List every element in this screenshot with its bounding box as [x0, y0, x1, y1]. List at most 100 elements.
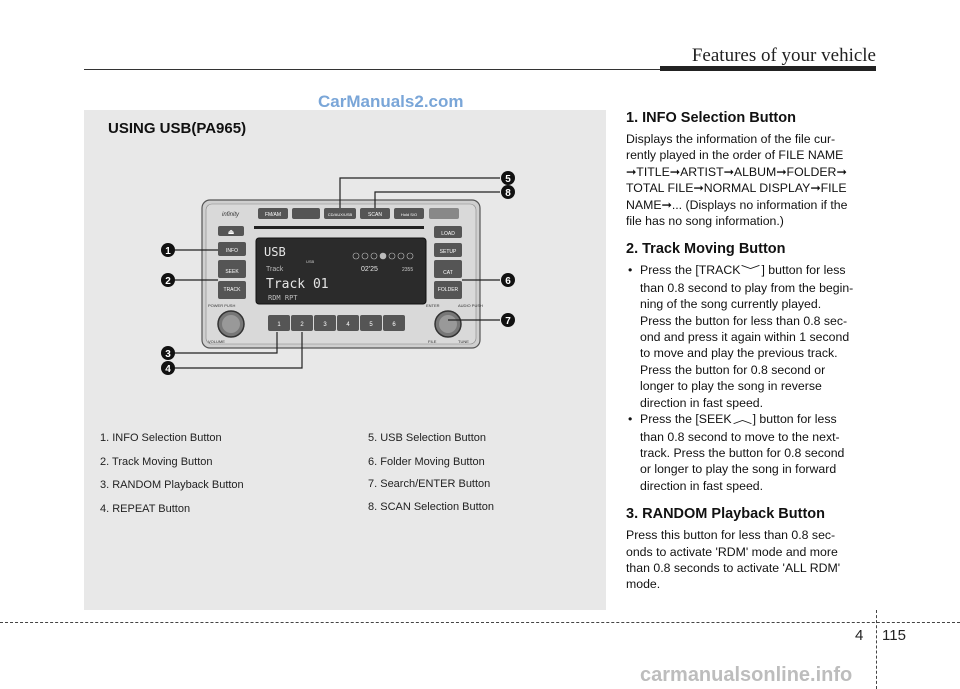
display-disc-indicators: [352, 252, 414, 260]
preset-button: [291, 315, 313, 331]
header-title: Features of your vehicle: [691, 45, 876, 66]
cat-button: [434, 260, 462, 278]
text-column: 1. INFO Selection Button Displays the in…: [626, 110, 879, 593]
callout-marker-2: [161, 273, 175, 287]
callout-number-7: 7: [505, 316, 511, 327]
caption-random: 3. RANDOM Playback Button: [100, 479, 244, 491]
display-source: USB: [264, 245, 286, 259]
preset-buttons: 1 2 3 4 5 6: [268, 315, 405, 331]
preset-button: [360, 315, 382, 331]
bullet-track: • Press the [TRACK﹀] button for less tha…: [628, 263, 854, 410]
caption-info: 1. INFO Selection Button: [100, 432, 222, 444]
preset-button: [314, 315, 336, 331]
load-button: [434, 226, 462, 238]
watermark-bottom[interactable]: carmanualsonline.info: [640, 664, 853, 686]
hold-button: [394, 208, 424, 219]
section-heading-track: 2. Track Moving Button: [626, 241, 786, 258]
callout-marker-5: [501, 171, 515, 185]
section-heading-random: 3. RANDOM Playback Button: [626, 506, 825, 523]
footer-divider: [876, 610, 877, 689]
caption-scan: 8. SCAN Selection Button: [368, 501, 494, 513]
preset-button: [268, 315, 290, 331]
footer-rule: [0, 622, 960, 623]
page-number: 115: [882, 627, 906, 644]
callout-number-1: 1: [165, 246, 171, 257]
display-modes: RDM RPT: [268, 294, 298, 302]
volume-label: VOLUME: [208, 339, 225, 344]
tune-label: TUNE: [458, 339, 469, 344]
caption-usb: 5. USB Selection Button: [368, 432, 487, 444]
callout-marker-7: [501, 313, 515, 327]
callout-marker-4: [161, 361, 175, 375]
hold-label: Hold S/O: [401, 212, 417, 217]
display-track-label: Track: [266, 266, 284, 273]
preset-label: 3: [323, 322, 327, 328]
bluetooth-phone-button: [292, 208, 320, 219]
figure-title: USING USB(PA965): [108, 120, 247, 137]
preset-label: 6: [392, 322, 396, 328]
preset-button: [383, 315, 405, 331]
scan-label: SCAN: [368, 212, 382, 218]
info-button: [218, 242, 246, 256]
enter-label: ENTER: [426, 303, 440, 308]
callout-line-4: [173, 332, 303, 369]
audio-label: AUDIO PUSH: [458, 303, 483, 308]
setup-button: [434, 243, 462, 257]
preset-label: 1: [277, 322, 281, 328]
figure-panel: USING USB(PA965) infinity FM/AM CD/AUX/U…: [84, 110, 606, 610]
display-time: 02'25: [361, 266, 378, 273]
callout-marker-8: [501, 185, 515, 199]
watermark-top[interactable]: CarManuals2.com: [318, 92, 464, 111]
callout-number-4: 4: [165, 364, 171, 375]
callout-line-3: [173, 332, 278, 354]
display-track-total: 2355: [402, 267, 413, 273]
preset-label: 2: [300, 322, 304, 328]
info-label: INFO: [226, 248, 238, 254]
eject-icon: ⏏: [228, 229, 235, 236]
display-usb-small: USB: [306, 259, 315, 264]
section-body-random: Press this button for less than 0.8 sec-…: [626, 528, 841, 592]
callout-markers: 1 2 3 4 5 8 6 7: [161, 171, 515, 375]
caption-repeat: 4. REPEAT Button: [100, 503, 191, 515]
scan-button: [360, 208, 390, 219]
chevron-up-icon: ︿: [732, 414, 752, 427]
radio-illustration: infinity FM/AM CD/AUX/USB SCAN Hold S/O …: [161, 171, 515, 375]
eject-button: [218, 226, 244, 236]
caption-search-enter: 7. Search/ENTER Button: [368, 478, 491, 490]
caption-folder: 6. Folder Moving Button: [368, 456, 485, 468]
page-chapter: 4: [855, 627, 864, 644]
callout-number-6: 6: [505, 276, 511, 287]
callout-number-3: 3: [165, 349, 171, 360]
seek-button: [218, 260, 246, 278]
section-heading-info: 1. INFO Selection Button: [626, 110, 796, 126]
callout-number-5: 5: [505, 174, 511, 185]
preset-button: [337, 315, 359, 331]
folder-button: [434, 281, 462, 299]
load-label: LOAD: [441, 231, 455, 237]
header-rule: [84, 69, 876, 70]
callout-number-2: 2: [165, 276, 171, 287]
header-rule-accent: [660, 66, 876, 71]
cat-label: CAT: [443, 270, 453, 276]
power-label: POWER PUSH: [208, 303, 235, 308]
section-body-info: Displays the information of the file cur…: [626, 132, 848, 229]
fm-am-button: [258, 208, 288, 219]
callout-number-8: 8: [505, 188, 511, 199]
caption-track: 2. Track Moving Button: [100, 456, 213, 468]
radio-logo: infinity: [222, 212, 240, 218]
callout-marker-6: [501, 273, 515, 287]
bullet-seek: • Press the [SEEK︿] button for less than…: [628, 412, 845, 493]
callout-marker-3: [161, 346, 175, 360]
seek-label: SEEK: [225, 269, 239, 275]
bluetooth-icon: [429, 208, 459, 219]
chevron-down-icon: ﹀: [741, 265, 761, 278]
preset-label: 4: [346, 322, 350, 328]
file-label: FILE: [428, 339, 437, 344]
setup-label: SETUP: [440, 249, 457, 255]
usb-selection-label: CD/AUX/USB: [328, 212, 353, 217]
cd-slot: [254, 226, 424, 229]
usb-selection-button: [324, 208, 356, 219]
callout-line-8: [374, 191, 500, 208]
fm-am-label: FM/AM: [265, 212, 281, 218]
callout-line-5: [339, 177, 500, 208]
